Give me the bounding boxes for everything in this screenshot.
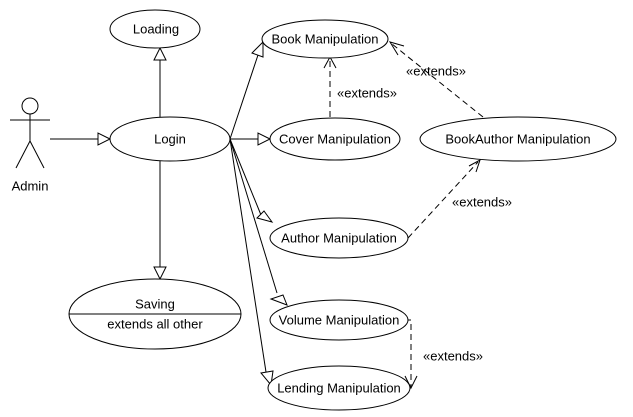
- login-lending-association: [229, 138, 267, 373]
- extends-author-bookauthor-arrowhead: [468, 158, 481, 173]
- cover-arrowhead: [257, 132, 272, 146]
- author-manipulation-label: Author Manipulation: [281, 230, 397, 246]
- extends-cover-book-label: «extends»: [337, 85, 397, 101]
- volume-manipulation-use-case[interactable]: [269, 299, 409, 341]
- lending-arrowhead: [260, 370, 274, 387]
- extends-author-bookauthor-label: «extends»: [452, 194, 512, 210]
- lending-manipulation-use-case[interactable]: [267, 365, 411, 411]
- bookauthor-manipulation-use-case[interactable]: [419, 116, 617, 162]
- extends-volume-lending-arrowhead: [404, 375, 418, 390]
- cover-manipulation-label: Cover Manipulation: [278, 131, 392, 147]
- volume-manipulation-label: Volume Manipulation: [278, 312, 400, 328]
- extends-author-bookauthor-line: [407, 161, 479, 239]
- extends-bookauthor-book-label: «extends»: [406, 63, 466, 79]
- book-manipulation-label: Book Manipulation: [271, 31, 379, 47]
- book-manipulation-use-case[interactable]: [261, 19, 389, 59]
- loading-use-case[interactable]: [109, 9, 201, 49]
- saving-note-label: extends all other: [107, 316, 203, 332]
- extends-volume-lending-line: [405, 319, 412, 387]
- login-label: Login: [154, 131, 186, 147]
- loading-arrowhead: [153, 46, 167, 61]
- bookauthor-manipulation-label: BookAuthor Manipulation: [445, 131, 591, 147]
- cover-manipulation-use-case[interactable]: [269, 117, 401, 161]
- author-manipulation-use-case[interactable]: [269, 217, 409, 259]
- login-arrowhead: [97, 132, 112, 146]
- extends-volume-lending-label: «extends»: [423, 348, 483, 364]
- lending-manipulation-label: Lending Manipulation: [277, 380, 401, 396]
- saving-arrowhead: [153, 266, 167, 281]
- extends-bookauthor-book-arrowhead: [388, 41, 405, 56]
- volume-arrowhead: [269, 294, 288, 306]
- extends-bookauthor-book-line: [391, 43, 484, 118]
- login-book-association: [229, 54, 259, 140]
- author-arrowhead: [256, 210, 274, 223]
- saving-label: Saving: [135, 296, 175, 312]
- loading-label: Loading: [132, 21, 180, 37]
- admin-actor-label: Admin: [11, 178, 49, 194]
- login-volume-association: [229, 138, 278, 294]
- login-author-association: [229, 138, 262, 216]
- admin-actor-figure[interactable]: [10, 97, 50, 169]
- login-use-case[interactable]: [109, 116, 231, 162]
- book-arrowhead: [251, 40, 264, 58]
